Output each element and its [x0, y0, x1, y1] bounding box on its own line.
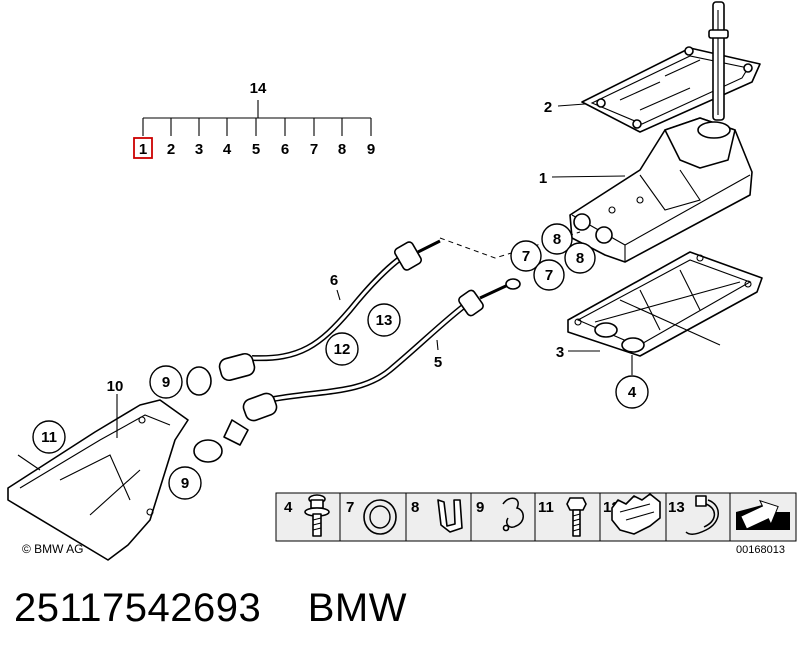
- ring-icon: [363, 499, 397, 535]
- screw-icon: [566, 497, 587, 537]
- part-number[interactable]: 25117542693: [14, 586, 262, 630]
- callout-11[interactable]: 11: [41, 429, 57, 446]
- shift-lever-illustration: [581, 1, 761, 133]
- copyright-text: © BMW AG: [22, 542, 84, 556]
- arrow-icon: [736, 499, 790, 530]
- callout-4[interactable]: 4: [628, 384, 637, 401]
- callout-7-lower[interactable]: 7: [545, 267, 553, 284]
- tree-item-7[interactable]: 7: [310, 141, 318, 158]
- parts-legend: 4 7 8 9 11 12 13: [275, 492, 797, 556]
- tree-item-2[interactable]: 2: [167, 141, 175, 158]
- legend-label-11: 11: [538, 499, 554, 516]
- callout-5[interactable]: 5: [434, 354, 442, 371]
- tree-item-6[interactable]: 6: [281, 141, 289, 158]
- part-tree: 14 1 2 3 4 5 6 7 8 9: [133, 80, 375, 159]
- shift-housing-illustration: [569, 117, 753, 263]
- legend-label-7: 7: [346, 499, 354, 516]
- tree-top-label: 14: [250, 80, 267, 97]
- callout-9-upper[interactable]: 9: [162, 374, 170, 391]
- footer: 25117542693 BMW: [14, 586, 407, 631]
- brand-name: BMW: [307, 586, 407, 630]
- legend-label-9: 9: [476, 499, 484, 516]
- tree-item-3[interactable]: 3: [195, 141, 203, 158]
- callout-12[interactable]: 12: [334, 341, 351, 358]
- callout-2[interactable]: 2: [544, 99, 552, 116]
- legend-label-8: 8: [411, 499, 419, 516]
- tree-item-5[interactable]: 5: [252, 141, 260, 158]
- callout-13[interactable]: 13: [376, 312, 393, 329]
- tree-item-4[interactable]: 4: [223, 141, 232, 158]
- housing-base-illustration: [567, 251, 763, 357]
- callout-6[interactable]: 6: [330, 272, 338, 289]
- bracket-illustration: [7, 399, 189, 561]
- leader-lines: [116, 103, 633, 438]
- legend-label-4: 4: [284, 499, 293, 516]
- callout-3[interactable]: 3: [556, 344, 564, 361]
- shift-cables-illustration: [186, 231, 581, 463]
- callout-7-upper[interactable]: 7: [522, 248, 530, 265]
- callout-8-upper[interactable]: 8: [553, 231, 561, 248]
- highlight-box: [133, 137, 153, 159]
- callout-8-lower[interactable]: 8: [576, 250, 584, 267]
- strap-icon: [685, 495, 719, 535]
- tree-item-9[interactable]: 9: [367, 141, 375, 158]
- spring-clip-icon: [502, 497, 524, 532]
- callout-1[interactable]: 1: [539, 170, 547, 187]
- tree-item-8[interactable]: 8: [338, 141, 346, 158]
- legend-label-13: 13: [668, 499, 685, 516]
- diagram-code: 00168013: [736, 544, 785, 556]
- callout-9-lower[interactable]: 9: [181, 475, 189, 492]
- callout-10[interactable]: 10: [107, 378, 124, 395]
- clamp-icon: [611, 493, 661, 535]
- clip-icon: [437, 499, 463, 533]
- bolt-icon: [304, 494, 330, 537]
- tree-item-1[interactable]: 1: [139, 141, 147, 158]
